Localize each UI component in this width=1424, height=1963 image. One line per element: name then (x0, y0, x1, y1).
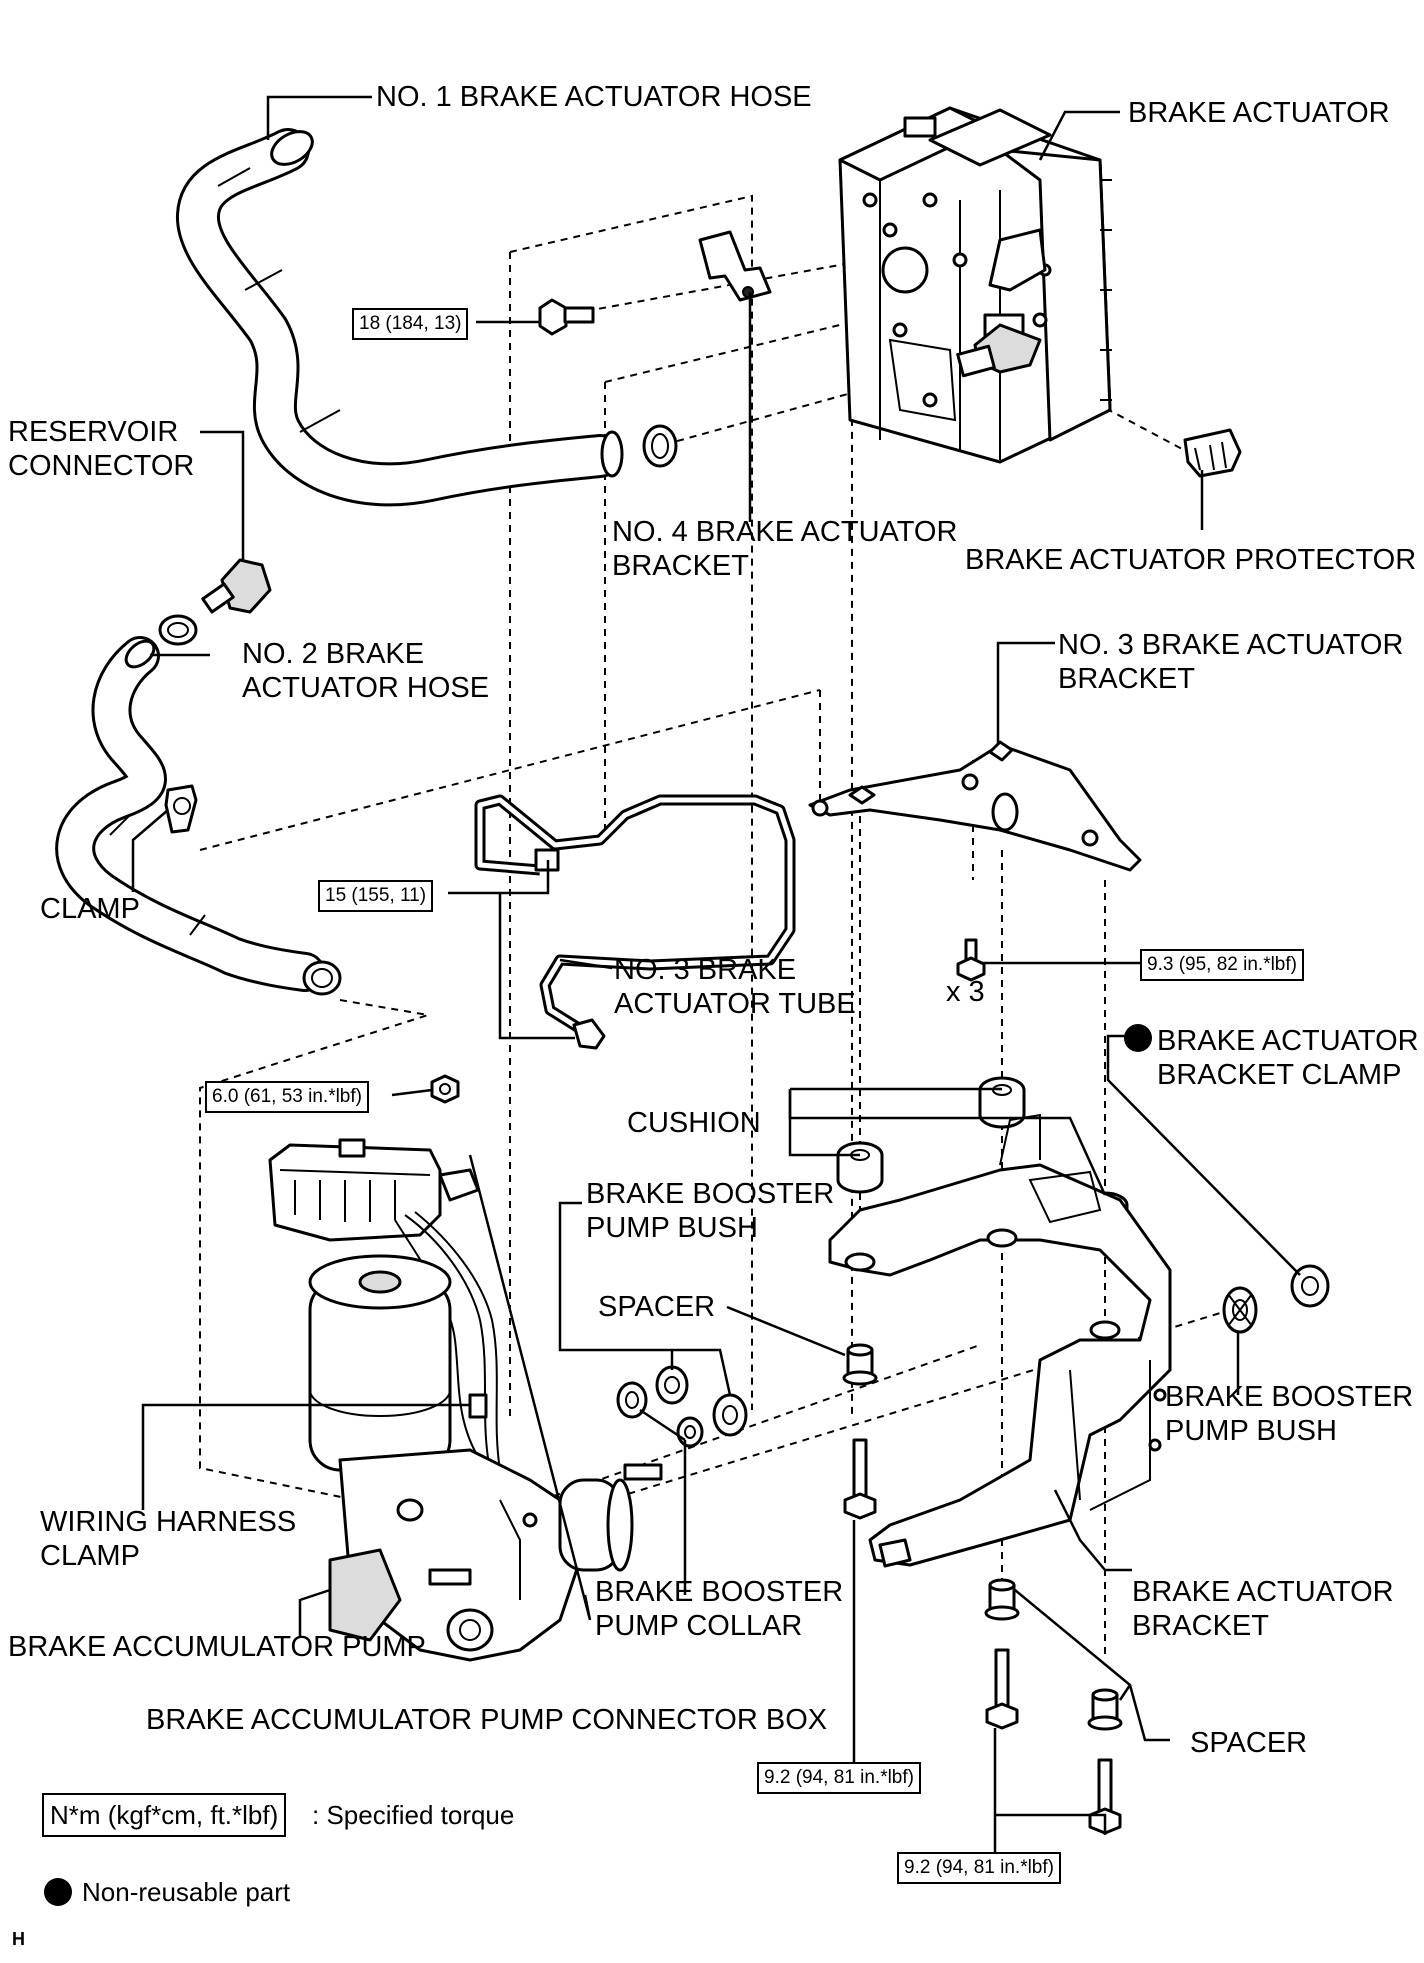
label-brake-booster-pump-bush-top: BRAKE BOOSTER PUMP BUSH (586, 1177, 834, 1245)
leader-lines (131, 95, 1301, 1855)
legend-torque-unit: N*m (kgf*cm, ft.*lbf) (42, 1793, 287, 1837)
reservoir-hose-clamp (158, 614, 198, 646)
reservoir-connector (201, 558, 272, 614)
label-no2-brake-actuator-hose: NO. 2 BRAKE ACTUATOR HOSE (242, 637, 489, 705)
label-line: NO. 3 BRAKE (614, 954, 797, 986)
brake-actuator-protector (1183, 428, 1242, 478)
label-line: BRACKET (612, 550, 749, 582)
label-spacer-top: SPACER (598, 1291, 716, 1323)
bolt-x3 (956, 938, 986, 982)
label-line: BRACKET (1058, 663, 1195, 695)
label-brake-actuator: BRAKE ACTUATOR (1128, 97, 1390, 129)
label-line: BRACKET (1132, 1610, 1269, 1642)
label-no3-brake-actuator-tube: NO. 3 BRAKE ACTUATOR TUBE (614, 953, 856, 1021)
label-brake-booster-pump-bush-right: BRAKE BOOSTER PUMP BUSH (1165, 1380, 1413, 1448)
brake-actuator (838, 106, 1112, 464)
label-line: NO. 2 BRAKE (242, 638, 425, 670)
torque-9-2-a: 9.2 (94, 81 in.*lbf) (757, 1762, 921, 1794)
spacers-bottom (984, 1578, 1123, 1731)
torque-6-0: 6.0 (61, 53 in.*lbf) (205, 1081, 369, 1113)
label-line: BRAKE BOOSTER (1165, 1381, 1414, 1413)
label-line: PUMP BUSH (1165, 1415, 1337, 1447)
bolt-18 (538, 298, 595, 336)
label-line: NO. 4 BRAKE ACTUATOR (612, 516, 958, 548)
label-line: BRACKET CLAMP (1157, 1059, 1402, 1091)
label-brake-actuator-bracket: BRAKE ACTUATOR BRACKET (1132, 1575, 1394, 1643)
label-brake-actuator-protector: BRAKE ACTUATOR PROTECTOR (965, 544, 1417, 576)
label-no1-brake-actuator-hose: NO. 1 BRAKE ACTUATOR HOSE (376, 81, 812, 113)
label-clamp: CLAMP (40, 893, 140, 925)
label-cushion: CUSHION (627, 1107, 761, 1139)
hose-clamp-lower (302, 960, 342, 996)
label-x3: x 3 (946, 976, 985, 1008)
brake-actuator-bracket (828, 1113, 1172, 1568)
label-line: NO. 3 BRAKE ACTUATOR (1058, 629, 1404, 661)
non-reusable-mark (1124, 1024, 1152, 1052)
bracket-clamp (1290, 1264, 1330, 1308)
torque-15: 15 (155, 11) (318, 880, 434, 912)
legend-non-reusable-text: Non-reusable part (82, 1877, 291, 1907)
no2-brake-actuator-hose (55, 636, 325, 992)
label-wiring-harness-clamp: WIRING HARNESS CLAMP (40, 1505, 296, 1573)
brake-accumulator-pump (268, 1138, 663, 1662)
label-line: WIRING HARNESS (40, 1506, 297, 1538)
label-line: BRAKE BOOSTER (595, 1576, 844, 1608)
no3-brake-actuator-bracket (808, 740, 1142, 872)
label-line: BRAKE ACTUATOR (1157, 1025, 1419, 1057)
torque-18: 18 (184, 13) (352, 308, 469, 340)
legend-torque-desc: : Specified torque (312, 1800, 515, 1830)
booster-pump-bush-right (1222, 1286, 1258, 1334)
no1-brake-actuator-hose (176, 128, 624, 507)
label-no4-brake-actuator-bracket: NO. 4 BRAKE ACTUATOR BRACKET (612, 515, 957, 583)
label-line: CLAMP (40, 1540, 140, 1572)
label-brake-accumulator-pump-connector-box: BRAKE ACCUMULATOR PUMP CONNECTOR BOX (146, 1704, 828, 1736)
label-brake-booster-pump-collar: BRAKE BOOSTER PUMP COLLAR (595, 1575, 843, 1643)
no4-brake-actuator-bracket (698, 230, 772, 302)
label-line: BRAKE ACTUATOR (1132, 1576, 1394, 1608)
label-line: PUMP COLLAR (595, 1610, 803, 1642)
label-no3-brake-actuator-bracket: NO. 3 BRAKE ACTUATOR BRACKET (1058, 628, 1403, 696)
torque-9-3: 9.3 (95, 82 in.*lbf) (1140, 949, 1304, 981)
figure-id: H (12, 1929, 25, 1949)
clamp (164, 784, 198, 834)
nut-6 (430, 1074, 460, 1104)
spacer-top (842, 1343, 878, 1386)
no3-brake-actuator-tube (474, 794, 796, 1050)
label-line: PUMP BUSH (586, 1212, 758, 1244)
label-line: CONNECTOR (8, 450, 195, 482)
label-line: ACTUATOR HOSE (242, 672, 490, 704)
label-reservoir-connector: RESERVOIR CONNECTOR (8, 415, 194, 483)
label-spacer-bottom: SPACER (1190, 1727, 1308, 1759)
label-line: ACTUATOR TUBE (614, 988, 856, 1020)
hose-clamp-upper (642, 424, 678, 468)
label-line: BRAKE BOOSTER (586, 1178, 835, 1210)
label-brake-accumulator-pump: BRAKE ACCUMULATOR PUMP (8, 1631, 426, 1663)
legend-non-reusable-dot (44, 1878, 72, 1906)
wiring-harness-clamp (468, 1393, 488, 1419)
torque-9-2-b: 9.2 (94, 81 in.*lbf) (897, 1852, 1061, 1884)
label-line: RESERVOIR (8, 416, 179, 448)
label-brake-actuator-bracket-clamp: BRAKE ACTUATOR BRACKET CLAMP (1157, 1024, 1419, 1092)
